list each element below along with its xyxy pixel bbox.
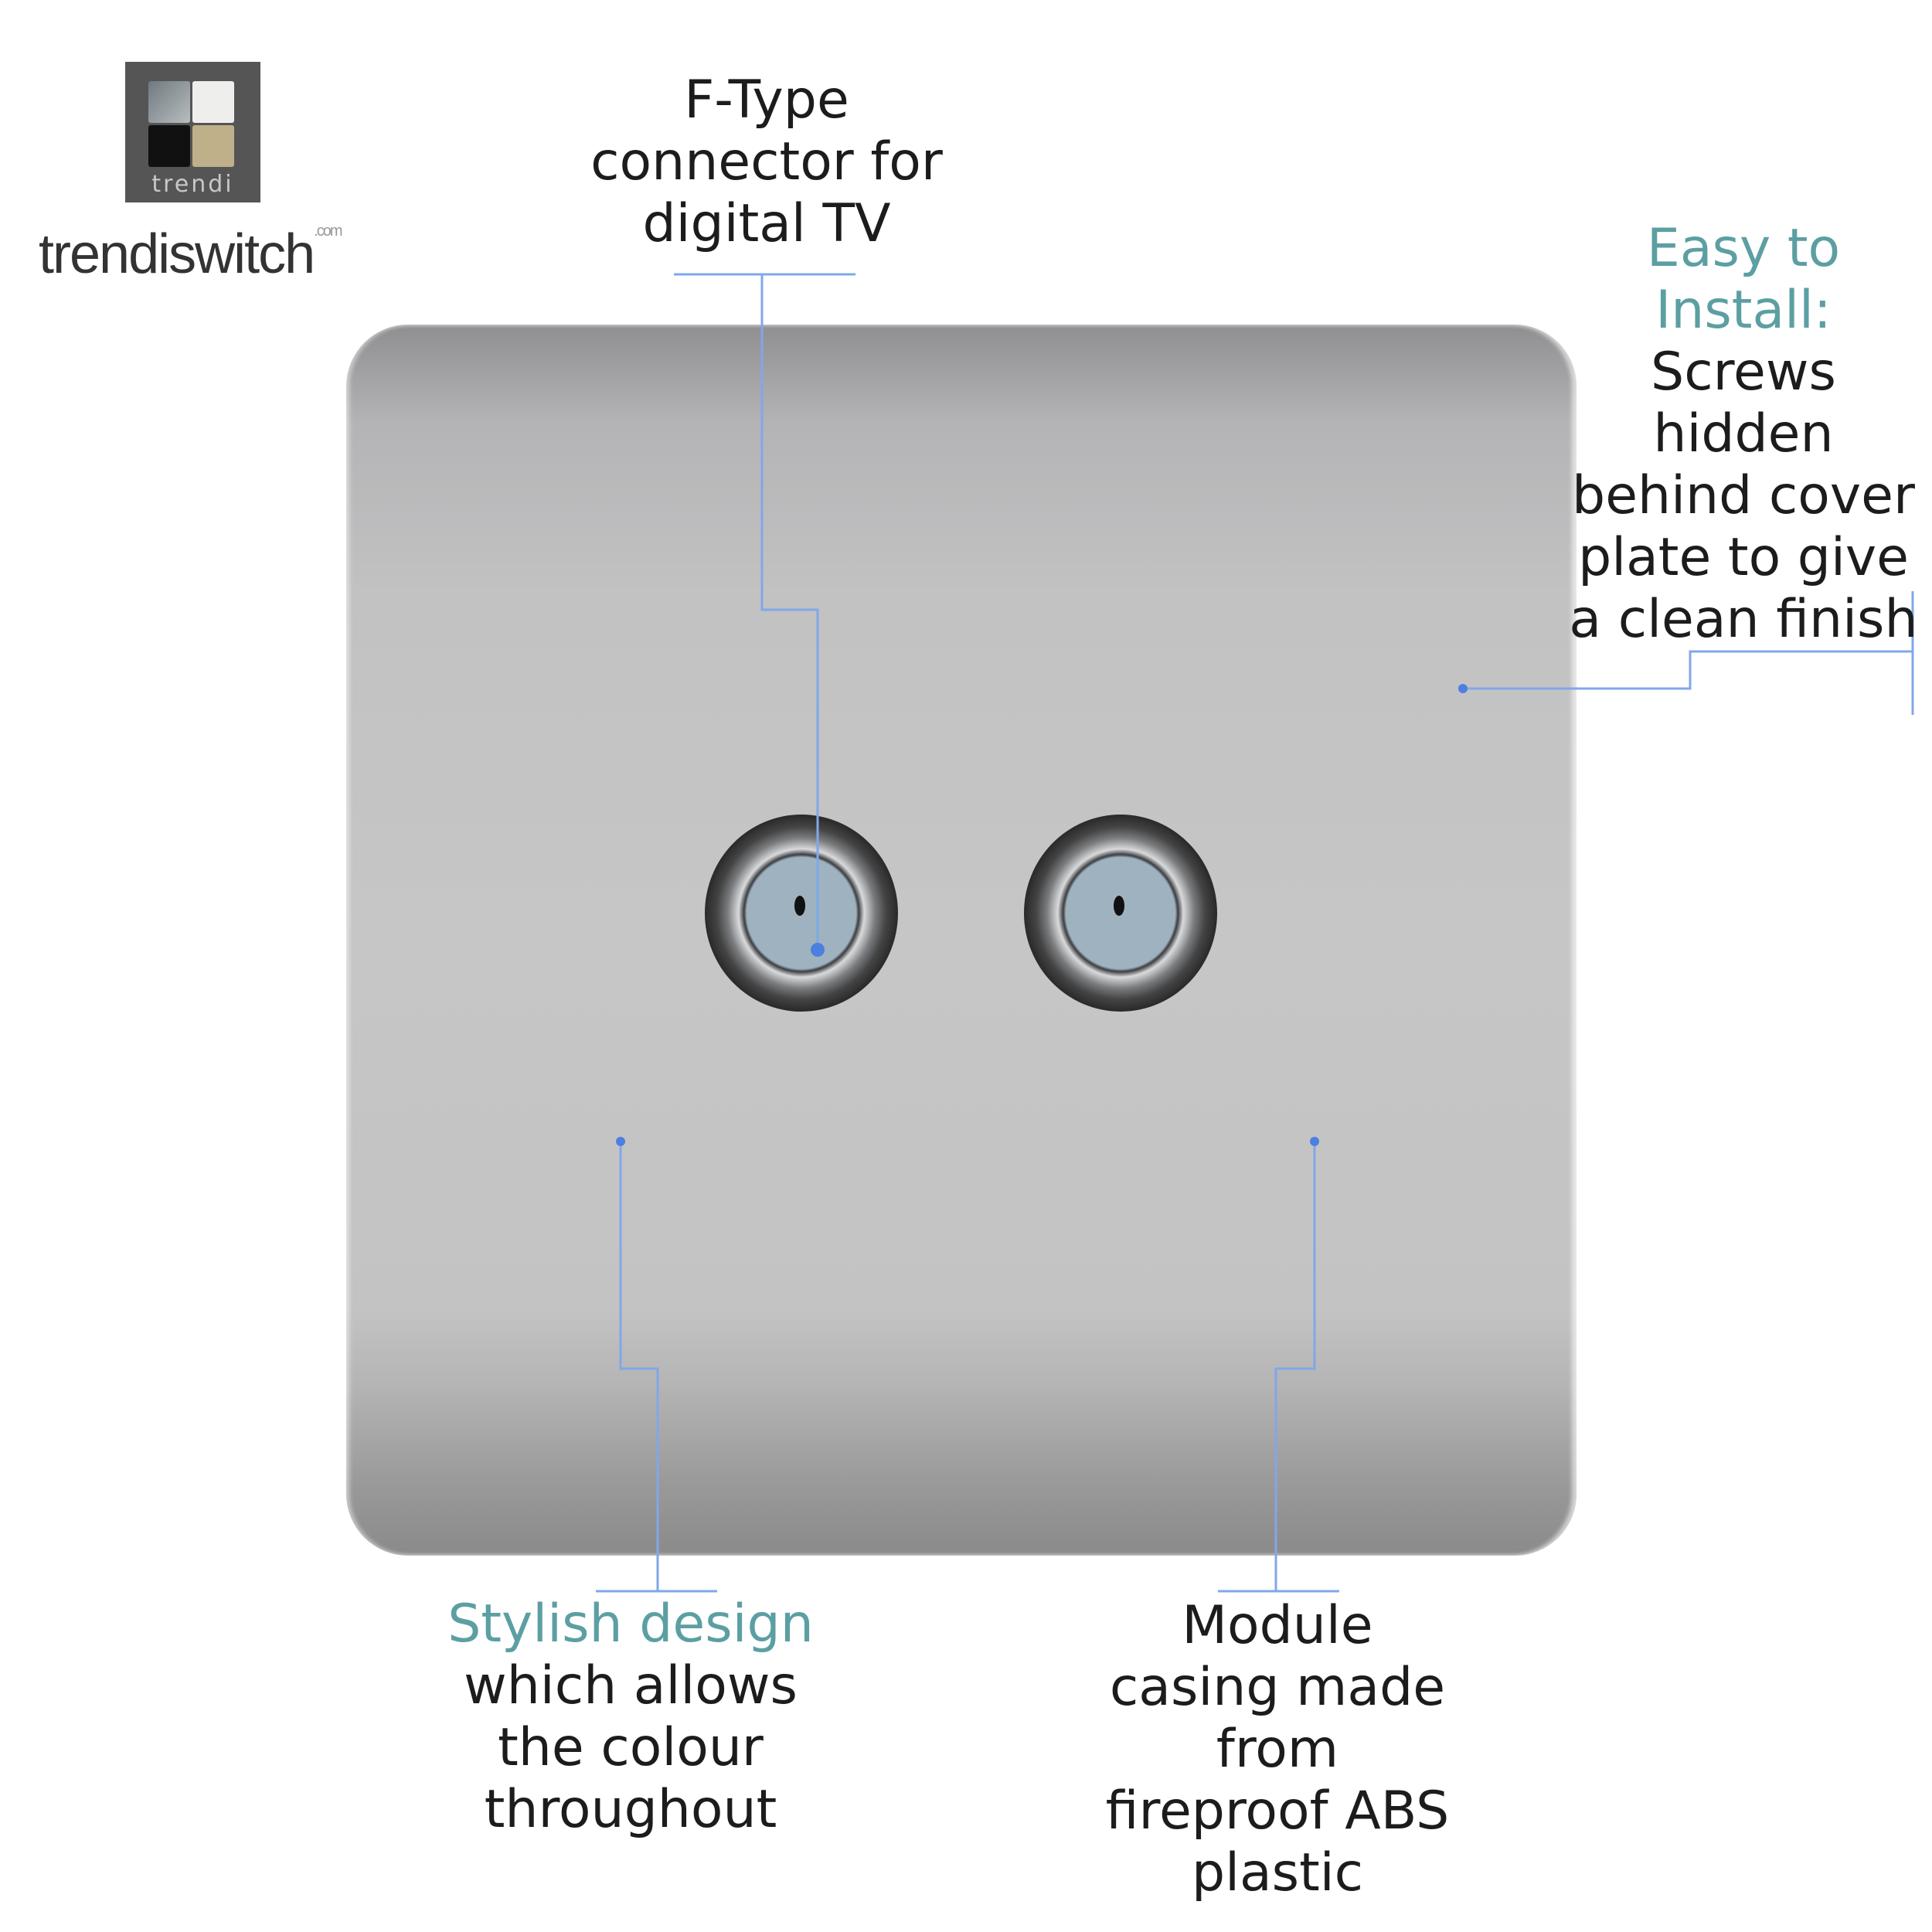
f-type-connector-2 bbox=[1024, 815, 1217, 1012]
leader-dot-module bbox=[1310, 1137, 1319, 1146]
connector-pin bbox=[1114, 896, 1124, 916]
wordmark-text: trendiswitch bbox=[39, 223, 315, 285]
leader-dot-install bbox=[1458, 684, 1468, 693]
callout-line: plastic bbox=[1191, 1842, 1364, 1903]
leader-f-type-path bbox=[760, 274, 819, 950]
wordmark-suffix: .com bbox=[314, 223, 342, 240]
leader-stylish bbox=[619, 1141, 659, 1591]
logo-tile-gold bbox=[192, 125, 234, 167]
callout-install: Easy to Install: Screws hidden behind co… bbox=[1569, 218, 1917, 651]
logo-text: trendi bbox=[151, 171, 234, 198]
callout-line: connector for bbox=[590, 131, 943, 192]
callout-heading: Install: bbox=[1655, 280, 1832, 341]
leader-install bbox=[1463, 650, 1913, 690]
callout-line: plate to give bbox=[1578, 527, 1909, 588]
logo-tile-silver bbox=[148, 81, 190, 123]
callout-heading: Stylish design bbox=[447, 1594, 814, 1655]
callout-module: Module casing made from fireproof ABS pl… bbox=[1106, 1595, 1450, 1904]
callout-line: from bbox=[1216, 1719, 1339, 1780]
logo-tile-white bbox=[192, 81, 234, 123]
f-type-connector-1 bbox=[705, 815, 898, 1012]
callout-line: digital TV bbox=[642, 193, 891, 254]
callout-line: hidden bbox=[1653, 403, 1834, 464]
trendi-logo: trendi bbox=[125, 62, 260, 202]
brand-wordmark: trendiswitch.com bbox=[39, 223, 343, 286]
callout-f-type: F-Type connector for digital TV bbox=[590, 70, 943, 255]
callout-line: F-Type bbox=[684, 70, 849, 131]
callout-line: behind cover bbox=[1572, 465, 1915, 526]
callout-line: Module bbox=[1182, 1595, 1373, 1656]
leader-dot-f-type bbox=[811, 943, 825, 957]
callout-heading: Easy to bbox=[1646, 218, 1841, 279]
callout-line: a clean finish bbox=[1569, 589, 1918, 650]
leader-dot-stylish bbox=[616, 1137, 625, 1146]
logo-tile-black bbox=[148, 125, 190, 167]
callout-line: the colour bbox=[498, 1717, 764, 1778]
callout-stylish: Stylish design which allows the colour t… bbox=[447, 1594, 814, 1841]
socket-faceplate bbox=[346, 325, 1577, 1556]
leader-module bbox=[1274, 1141, 1316, 1591]
callout-line: fireproof ABS bbox=[1105, 1781, 1450, 1842]
callout-line: throughout bbox=[484, 1779, 777, 1840]
connector-pin bbox=[794, 896, 805, 916]
callout-line: which allows bbox=[464, 1655, 798, 1716]
callout-line: Screws bbox=[1651, 342, 1836, 403]
callout-line: casing made bbox=[1109, 1657, 1446, 1718]
